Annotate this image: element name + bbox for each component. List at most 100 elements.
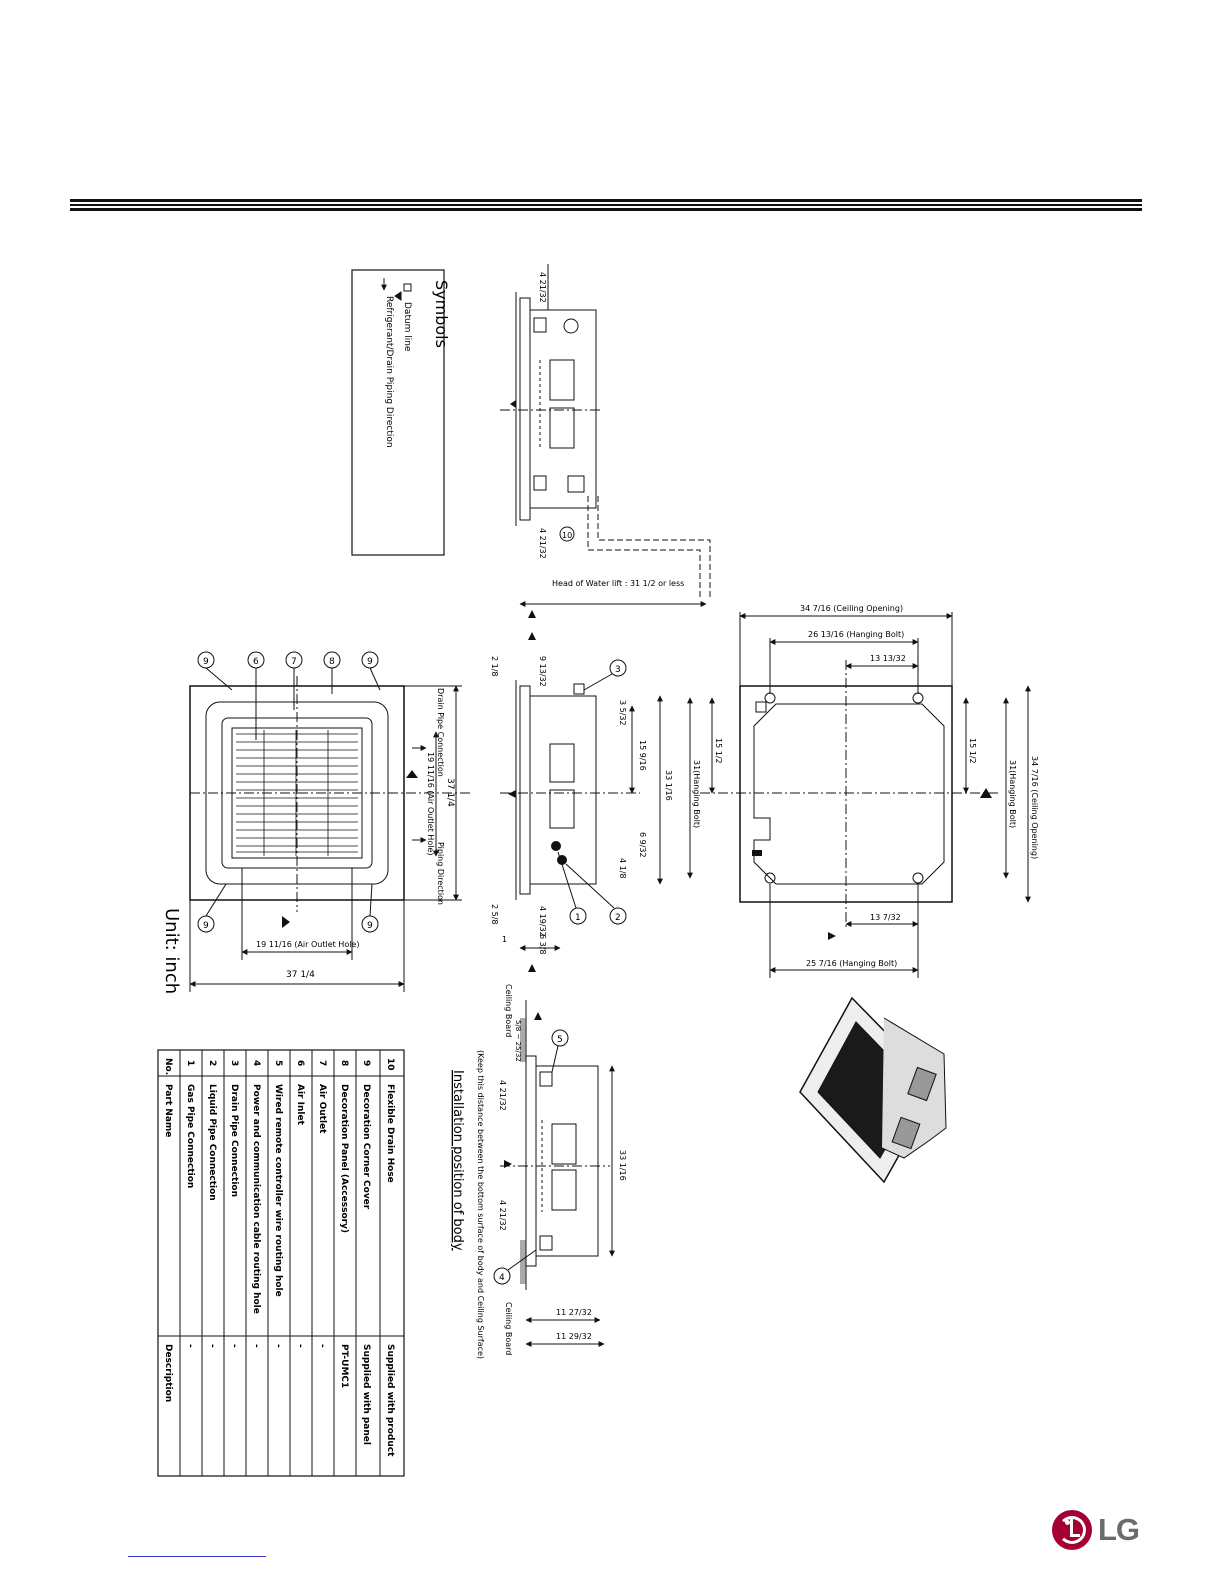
install-gap: 5/8 ~ 25/32 [514,1020,522,1062]
table-row-7-name: Air Outlet [317,1084,327,1134]
table-row-6-name: Air Inlet [295,1084,305,1126]
install-h2: 11 29/32 [556,1332,592,1341]
top-callout-9b: 9 [367,657,373,667]
table-row-3-desc: - [229,1344,239,1348]
top-callout-6: 6 [253,657,259,667]
install-d2: 4 21/32 [498,1200,507,1231]
table-header-desc: Description [163,1344,173,1402]
top-callout-7: 7 [291,657,297,667]
ceiling-board-bottom: Ceiling Board [504,1302,513,1355]
symbols-datum-label: Datum line [402,302,412,352]
mid-d3: 3 5/32 [618,700,627,726]
mid-d4: 15 9/16 [638,740,647,771]
mid-callout-3: 3 [615,665,621,675]
unit-isometric-illustration [799,996,947,1184]
table-row-8-name: Decoration Panel (Accessory) [339,1084,349,1233]
table-row-9-no: 9 [361,1060,371,1066]
symbols-legend: Symbols Datum line Refrigerant/Drain Pip… [351,269,451,556]
installation-view: 33 1/16 4 21/32 4 21/32 5 4 Ceiling Boar… [450,984,627,1359]
side-top-dim-right: 4 21/32 [538,528,547,559]
mid-d7: 4 1/8 [618,858,627,879]
table-row-5-no: 5 [273,1060,283,1066]
header-rule-mid [70,204,1142,206]
table-header-no: No. [163,1058,173,1075]
install-title: Installation position of body [450,1070,465,1251]
top-callout-9a: 9 [203,657,209,667]
mid-d1: 2 1/8 [490,656,499,677]
mid-callout-2: 2 [615,913,621,923]
table-row-3-no: 3 [229,1060,239,1066]
mid-callout-1: 1 [575,913,581,923]
table-row-7-desc: - [317,1344,327,1348]
side-view-top: 10 4 21/32 4 21/32 Head of Water lift : … [500,264,711,607]
mid-d2: 9 13/32 [538,656,547,687]
table-header-part: Part Name [163,1084,173,1137]
table-row-10-desc: Supplied with product [385,1344,395,1457]
install-callout-4: 4 [499,1273,505,1283]
install-d3: 33 1/16 [618,1150,627,1181]
ceiling-half-top: 13 13/32 [870,654,906,663]
table-row-5-name: Wired remote controller wire routing hol… [273,1084,283,1297]
table-row-1-name: Gas Pipe Connection [185,1084,195,1188]
panel-top-view: 9 6 7 8 9 9 9 37 1/4 19 11/16 (Air Outle… [189,651,470,992]
table-row-1-no: 1 [185,1060,195,1066]
hanging-bolt-bottom: 25 7/16 (Hanging Bolt) [806,959,897,968]
mid-d5: 33 1/16 [664,770,673,801]
table-row-7-no: 7 [317,1060,327,1066]
ceiling-board-top: Ceiling Board [504,984,513,1037]
ceiling-opening-right: 34 7/16 (Ceiling Opening) [1030,756,1039,859]
mid-d6: 6 9/32 [638,832,647,858]
top-width-right: 37 1/4 [445,778,455,807]
header-rule-top [70,199,1142,202]
ceiling-opening-top: 34 7/16 (Ceiling Opening) [800,604,903,613]
ceiling-opening-view: 34 7/16 (Ceiling Opening) 26 13/16 (Hang… [687,604,1039,978]
install-d1: 4 21/32 [498,1080,507,1111]
table-row-9-name: Decoration Corner Cover [361,1084,371,1210]
ceiling-half-left: 15 1/2 [714,738,723,764]
install-callout-5: 5 [557,1035,563,1045]
mid-d9: 4 19/32 [538,906,547,937]
symbols-direction-label: Refrigerant/Drain Piping Direction [384,296,394,448]
lg-logo-mark-icon [1052,1510,1092,1550]
table-row-5-desc: - [273,1344,283,1348]
hanging-bolt-top: 26 13/16 (Hanging Bolt) [808,630,904,639]
table-row-8-desc: PT-UMC1 [339,1344,349,1388]
datum-line-icon [403,283,412,292]
side-top-callout-10: 10 [562,531,572,540]
table-row-6-desc: - [295,1344,305,1348]
top-callout-9d: 9 [367,921,373,931]
top-width-bottom: 37 1/4 [286,970,315,980]
piping-direction-label: Piping Direction [436,842,445,905]
footer-link-underline[interactable] [128,1556,266,1557]
top-air-outlet-bottom: 19 11/16 (Air Outlet Hole) [256,940,359,949]
table-row-2-name: Liquid Pipe Connection [207,1084,217,1201]
side-top-dim-left: 4 21/32 [538,272,547,303]
water-lift-label: Head of Water lift : 31 1/2 or less [552,579,684,588]
table-row-10-no: 10 [385,1058,395,1071]
hanging-bolt-left: 31(Hanging Bolt) [692,760,701,828]
mid-d8: 2 5/8 [490,904,499,925]
table-row-4-desc: - [251,1344,261,1348]
symbols-title: Symbols [432,280,451,348]
top-air-outlet-right: 19 11/16 (Air Outlet Hole) [426,752,435,855]
parts-table: No. Part Name Description 1 Gas Pipe Con… [157,1049,405,1477]
table-row-3-name: Drain Pipe Connection [229,1084,239,1197]
table-row-4-name: Power and communication cable routing ho… [251,1084,261,1314]
unit-label: Unit: inch [161,908,182,994]
table-row-4-no: 4 [251,1060,261,1066]
hanging-bolt-right: 31(Hanging Bolt) [1008,760,1017,828]
table-row-9-desc: Supplied with panel [361,1344,371,1445]
install-h1: 11 27/32 [556,1308,592,1317]
top-callout-8: 8 [329,657,335,667]
table-row-8-no: 8 [339,1060,349,1066]
table-row-6-no: 6 [295,1060,305,1066]
table-row-10-name: Flexible Drain Hose [385,1084,395,1183]
side-view-middle: 3 1 2 33 1/16 15 9/16 3 5/32 6 9/32 4 1/… [490,610,673,972]
datum-triangle-icon [394,291,402,301]
table-row-1-desc: - [185,1344,195,1348]
ceiling-half-bottom: 13 7/32 [870,913,901,922]
mid-d10: 6 3/8 [538,934,547,955]
ceiling-half-right: 15 1/2 [968,738,977,764]
header-rule-bottom [70,208,1142,211]
